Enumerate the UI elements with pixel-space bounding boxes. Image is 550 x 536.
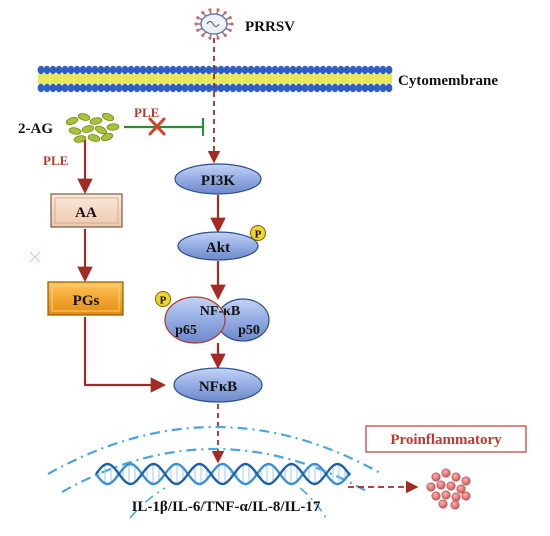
node-akt: Akt (177, 231, 259, 261)
outcome-label: Proinflammatory (390, 432, 502, 448)
node-pi3k: PI3K (174, 163, 262, 195)
virus-label: PRRSV (245, 19, 295, 35)
node-p50-label: p50 (238, 323, 260, 338)
dna-helix (95, 462, 351, 486)
node-nfkb: NFκB (173, 367, 263, 403)
phospho-p65: P (155, 291, 171, 307)
node-nfkb-complex-label: NF-κB (200, 304, 240, 319)
phospho-akt: P (250, 225, 266, 241)
node-nfkb-label: NFκB (199, 379, 237, 395)
inhibition-bar (124, 118, 205, 136)
block-x-icon (148, 117, 166, 136)
node-aa-label: AA (75, 205, 97, 221)
node-nfkb-complex: NF-κB p65 p50 (164, 296, 270, 344)
nuclear-envelope (47, 425, 383, 519)
enzyme-ple-top: PLE (134, 105, 159, 120)
node-pgs: PGs (47, 281, 124, 316)
node-p65-label: p65 (175, 323, 197, 338)
arrow-pgs-to-nfkb (83, 317, 167, 393)
faint-mark (29, 251, 41, 263)
phospho-p65-label: P (160, 295, 167, 307)
membrane-label: Cytomembrane (398, 73, 498, 89)
node-aa: AA (50, 193, 123, 228)
lipid-2ag-label: 2-AG (18, 121, 53, 137)
phospho-akt-label: P (255, 229, 262, 241)
2ag-molecules (65, 112, 120, 143)
cytokine-cluster (426, 468, 471, 510)
outcome-box: Proinflammatory (365, 425, 527, 453)
enzyme-ple-left: PLE (43, 153, 68, 168)
node-pgs-label: PGs (73, 293, 100, 309)
cytokines-label: IL-1β/IL-6/TNF-α/IL-8/IL-17 (132, 499, 321, 515)
cell-membrane (37, 65, 393, 93)
node-akt-label: Akt (206, 240, 230, 256)
virus-particle (194, 8, 234, 40)
node-pi3k-label: PI3K (201, 173, 236, 189)
